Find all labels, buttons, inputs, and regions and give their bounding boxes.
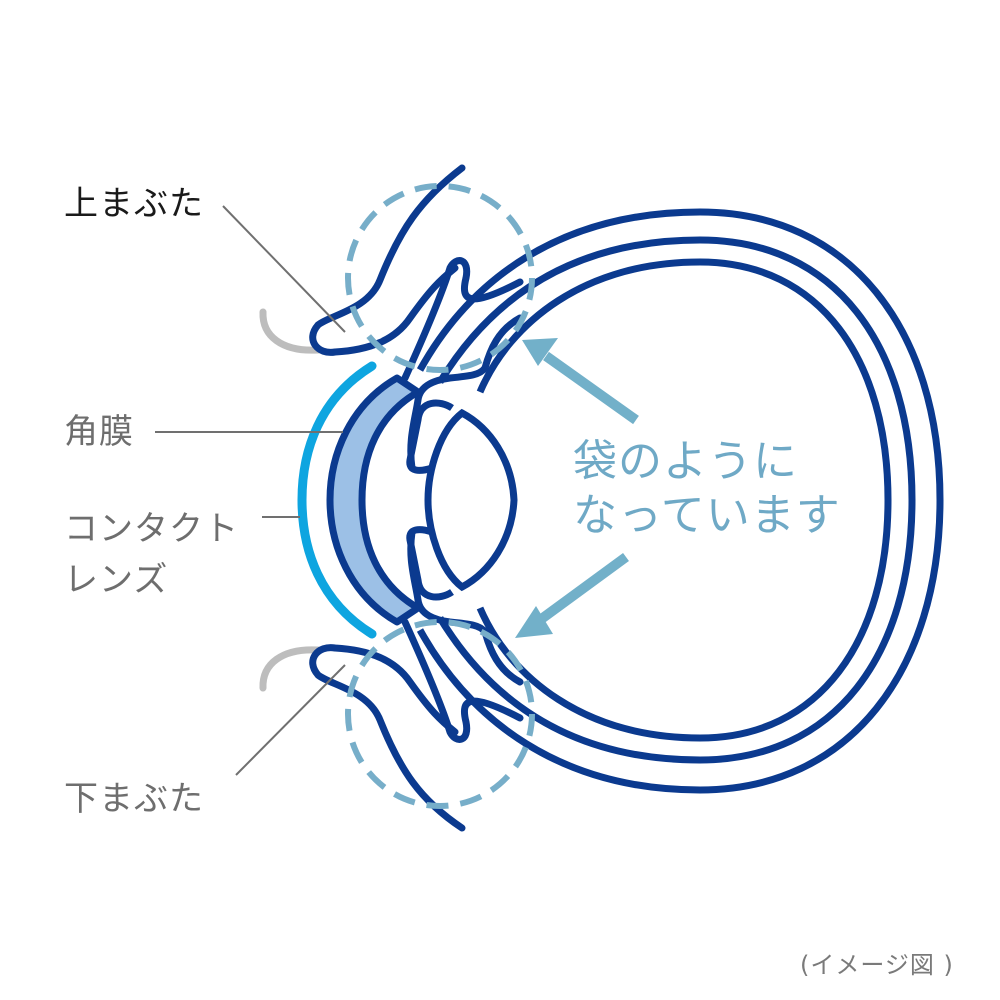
crystalline-lens [424,408,518,592]
contact-lens-label-line1: コンタクト [64,509,239,549]
sac-callout-line1: 袋のように [573,436,798,487]
lower-sac-highlight-circle [345,619,535,809]
image-illustration-note: (イメージ図 ) [800,951,954,979]
upper-lash-shadow [259,308,322,354]
upper-eyelid-label: 上まぶた [64,184,204,224]
upper-sac-fold [401,257,524,382]
upper-sac-highlight-circle [345,183,535,373]
lower-sac-fold [401,618,524,743]
cornea [326,374,422,626]
eyeball-inner-ring [476,258,892,742]
eyeball-outlines [416,208,944,794]
eyeball-middle-ring [437,236,916,764]
lower-lash-shadow [259,646,322,692]
upper-conjunctiva [401,257,524,472]
cornea-label: 角膜 [64,412,134,452]
lower-eyelid [309,644,466,832]
eyeball-outer-ring [416,208,944,794]
sac-callout-line2: なっています [573,490,841,541]
callout-arrows [515,338,639,638]
iris-lower [406,526,454,601]
upper-eyelid-leader [222,205,346,333]
upper-eyelid [309,164,466,356]
lower-eyelid-label: 下まぶた [64,779,204,819]
upper-arrow-head [522,338,558,366]
leader-lines [155,205,346,776]
iris [406,399,454,601]
lower-arrow-head [515,606,553,638]
upper-arrow-shaft [543,351,639,425]
contact-lens [297,361,377,639]
lower-arrow-shaft [537,552,629,625]
iris-upper [406,399,454,474]
contact-lens-label-line2: レンズ [64,560,169,600]
lower-eyelid-leader [235,664,346,776]
upper-inner-fold [407,314,524,472]
